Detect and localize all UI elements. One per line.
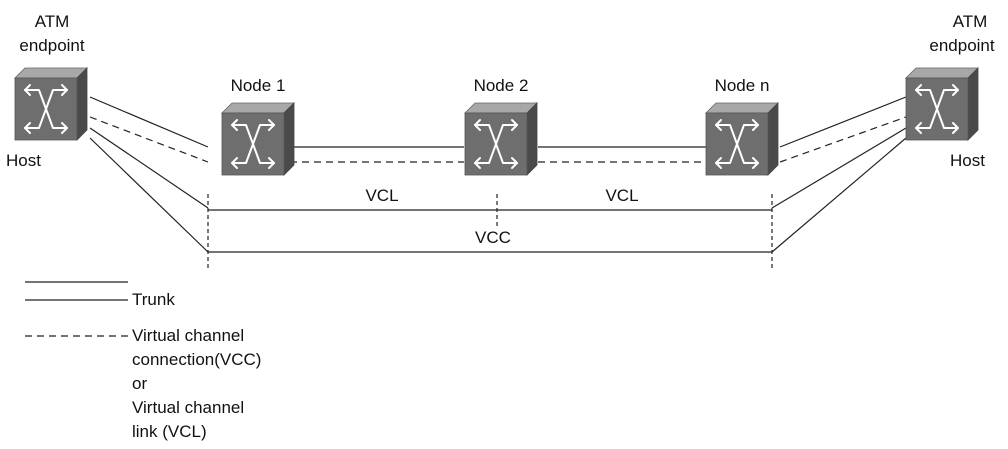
- virtual-channel-lines: [89, 116, 907, 163]
- legend-vc-line-3: or: [132, 374, 147, 393]
- vcc-label: VCC: [475, 228, 511, 247]
- node-1-switch: [221, 102, 295, 176]
- vcl-left-label: VCL: [365, 186, 398, 205]
- legend-vc-line-5: link (VCL): [132, 422, 207, 441]
- right-host-label: Host: [950, 151, 985, 170]
- node-n-switch: [705, 102, 779, 176]
- atm-switch-icon: [705, 102, 779, 176]
- legend-vc-line-1: Virtual channel: [132, 326, 244, 345]
- span-lines: [89, 127, 907, 253]
- left-endpoint-subtitle: endpoint: [19, 36, 85, 55]
- atm-switch-icon: [905, 67, 979, 141]
- right-endpoint-title: ATM: [953, 12, 988, 31]
- vcl-right-label: VCL: [605, 186, 638, 205]
- right-host-switch: [905, 67, 979, 141]
- legend-vc-line-4: Virtual channel: [132, 398, 244, 417]
- node-2-switch: [464, 102, 538, 176]
- node-n-label: Node n: [715, 76, 770, 95]
- atm-switch-icon: [14, 67, 88, 141]
- atm-switch-icon: [221, 102, 295, 176]
- legend-vc-line-2: connection(VCC): [132, 350, 261, 369]
- span-ticks: [207, 194, 773, 268]
- legend: Trunk Virtual channel connection(VCC) or…: [25, 281, 261, 441]
- right-endpoint-subtitle: endpoint: [929, 36, 995, 55]
- trunk-lines: [89, 96, 907, 148]
- node-1-label: Node 1: [231, 76, 286, 95]
- left-host-label: Host: [6, 151, 41, 170]
- node-2-label: Node 2: [474, 76, 529, 95]
- left-endpoint-title: ATM: [35, 12, 70, 31]
- left-host-switch: [14, 67, 88, 141]
- legend-trunk-label: Trunk: [132, 290, 175, 309]
- atm-switch-icon: [464, 102, 538, 176]
